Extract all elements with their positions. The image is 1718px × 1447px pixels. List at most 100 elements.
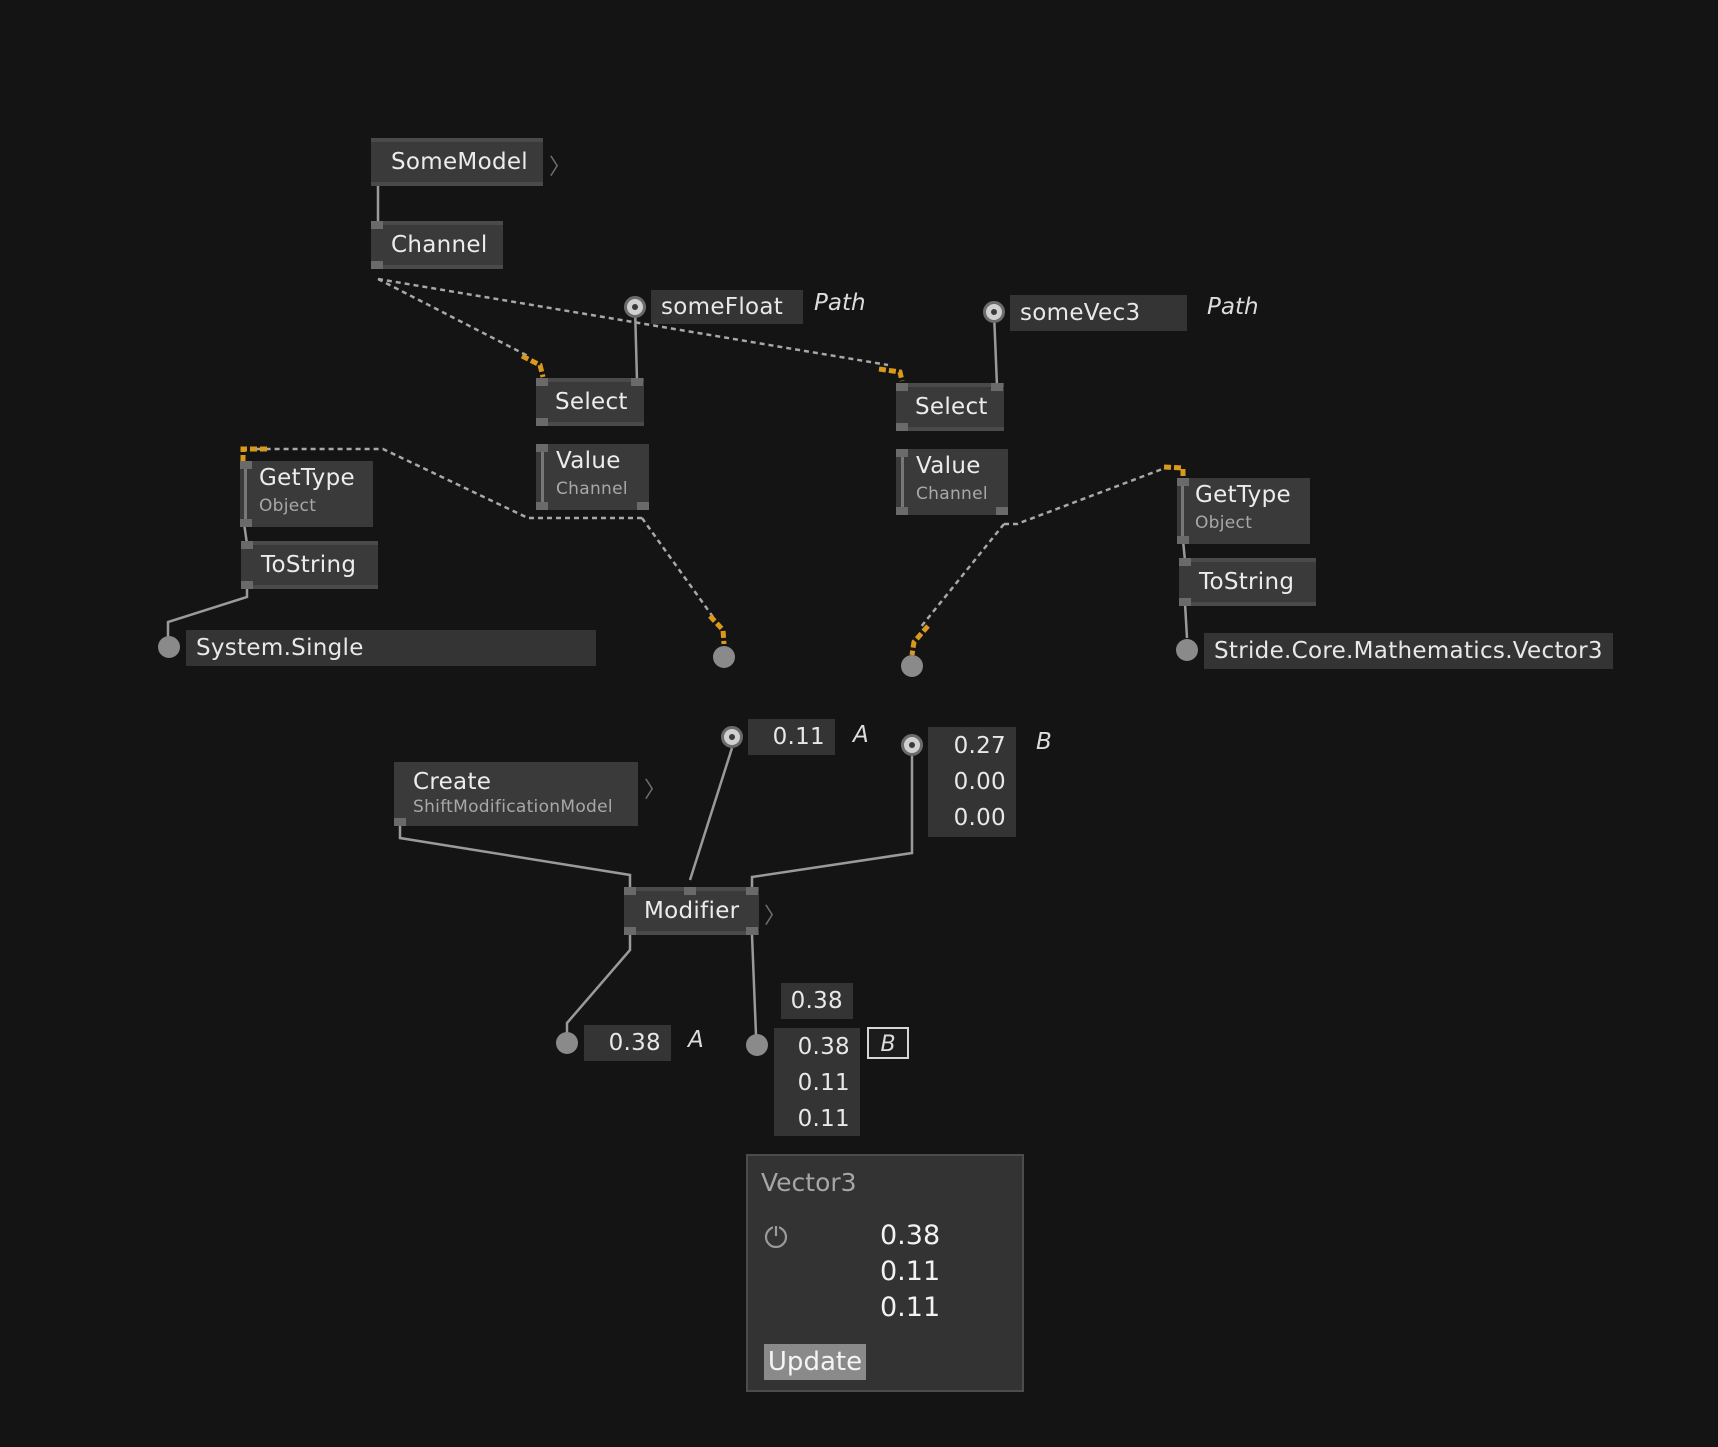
input-b-x[interactable]: 0.27 [953, 733, 1006, 759]
pin-out[interactable] [637, 502, 649, 510]
highlight-out1-pin [708, 614, 727, 645]
node-left-bar [1181, 482, 1184, 540]
node-title: GetType [259, 465, 355, 491]
node-title: ToString [261, 552, 357, 578]
wire-value1-out [640, 517, 715, 618]
pin-in[interactable] [240, 461, 252, 469]
pin-out[interactable] [240, 519, 252, 527]
input-pin-a[interactable] [721, 726, 743, 748]
node-gettype-1[interactable]: GetType Object [240, 461, 373, 527]
pin-out[interactable] [746, 927, 758, 935]
wire-create-modifier [398, 825, 632, 890]
pin-in[interactable] [684, 887, 696, 895]
pin-in[interactable] [631, 378, 643, 386]
node-subtitle: Object [259, 496, 317, 516]
node-value-2[interactable]: Value Channel [896, 449, 1008, 515]
chevron-right-icon[interactable]: 〉 [764, 904, 787, 929]
output-pin-system-single[interactable] [158, 636, 180, 658]
pin-out[interactable] [624, 927, 636, 935]
pin-out[interactable] [536, 418, 548, 426]
input-b-field[interactable]: 0.27 0.00 0.00 [928, 727, 1016, 837]
node-left-bar [541, 448, 544, 506]
node-title: Select [555, 389, 628, 415]
pin-out[interactable] [896, 423, 908, 431]
pin-in[interactable] [1179, 558, 1191, 566]
input-b-z[interactable]: 0.00 [953, 805, 1006, 831]
chevron-right-icon[interactable]: 〉 [644, 778, 667, 803]
input-pin-somevec3[interactable] [983, 301, 1005, 323]
output-pin-stride-vector3[interactable] [1176, 639, 1198, 661]
node-tostring-1[interactable]: ToString [241, 541, 378, 589]
node-create[interactable]: Create ShiftModificationModel [394, 762, 638, 826]
input-a-field[interactable]: 0.11 [748, 719, 835, 755]
pin-in[interactable] [1177, 478, 1189, 486]
output-b-y: 0.11 [797, 1070, 850, 1096]
pin-in[interactable] [991, 383, 1003, 391]
output-a-field: 0.38 [584, 1025, 671, 1061]
wire-value1-gettype1 [251, 447, 642, 520]
pin-out[interactable] [371, 261, 383, 269]
node-subtitle: Channel [556, 479, 628, 499]
output-b-x: 0.38 [797, 1034, 850, 1060]
power-icon[interactable] [763, 1223, 789, 1249]
pin-out[interactable] [896, 507, 908, 515]
output-pin-value1[interactable] [713, 646, 735, 668]
pin-in[interactable] [536, 444, 548, 452]
output-b-z: 0.11 [797, 1106, 850, 1132]
input-pin-somefloat[interactable] [624, 296, 646, 318]
somevec3-field[interactable]: someVec3 [1010, 295, 1187, 331]
node-title: Value [556, 448, 621, 474]
pin-out[interactable] [241, 581, 253, 589]
pin-out[interactable] [1177, 536, 1189, 544]
node-select-1[interactable]: Select [536, 378, 644, 426]
input-pin-b[interactable] [901, 734, 923, 756]
pin-in[interactable] [896, 449, 908, 457]
update-button[interactable]: Update [764, 1344, 866, 1380]
input-b-label: B [1036, 729, 1052, 755]
pin-out[interactable] [394, 818, 406, 826]
output-pin-b[interactable] [746, 1034, 768, 1056]
somefloat-field[interactable]: someFloat [651, 290, 803, 324]
node-somemodel[interactable]: SomeModel [371, 138, 543, 186]
node-title: GetType [1195, 482, 1291, 508]
output-b-label: B [867, 1027, 909, 1059]
node-tostring-2[interactable]: ToString [1179, 558, 1316, 606]
node-left-bar [901, 453, 904, 511]
somevec3-path-label: Path [1207, 294, 1259, 320]
node-title: Select [915, 394, 988, 420]
node-subtitle: Object [1195, 513, 1253, 533]
chevron-right-icon[interactable]: 〉 [549, 155, 572, 180]
wire-somefloat-select1 [633, 306, 639, 382]
wire-value2-gettype2 [1004, 466, 1166, 526]
pin-in[interactable] [371, 221, 383, 229]
highlight-gettype2-pin [1163, 464, 1186, 479]
input-b-y[interactable]: 0.00 [953, 769, 1006, 795]
node-subtitle: ShiftModificationModel [413, 797, 613, 817]
pin-out[interactable] [1179, 598, 1191, 606]
node-channel[interactable]: Channel [371, 221, 503, 269]
pin-in[interactable] [241, 541, 253, 549]
wire-b-modifier [750, 756, 914, 890]
node-gettype-2[interactable]: GetType Object [1177, 478, 1310, 544]
node-value-1[interactable]: Value Channel [536, 444, 649, 510]
wire-somevec3-select2 [992, 312, 999, 387]
pin-in[interactable] [746, 887, 758, 895]
pin-out[interactable] [536, 502, 548, 510]
node-title: SomeModel [391, 149, 528, 175]
highlight-gettype1-pin [240, 446, 268, 462]
pin-out[interactable] [996, 507, 1008, 515]
pin-in[interactable] [896, 383, 908, 391]
pin-in[interactable] [624, 887, 636, 895]
output-pin-value2[interactable] [901, 655, 923, 677]
stride-vector3-field: Stride.Core.Mathematics.Vector3 [1204, 633, 1613, 669]
highlight-out2-pin [909, 624, 930, 656]
node-title: Create [413, 769, 492, 795]
tooltip-value-y: 0.11 [880, 1256, 941, 1287]
node-select-2[interactable]: Select [896, 383, 1004, 431]
output-pin-a[interactable] [556, 1032, 578, 1054]
node-title: Value [916, 453, 981, 479]
pin-in[interactable] [536, 378, 548, 386]
node-modifier[interactable]: Modifier [624, 887, 759, 935]
